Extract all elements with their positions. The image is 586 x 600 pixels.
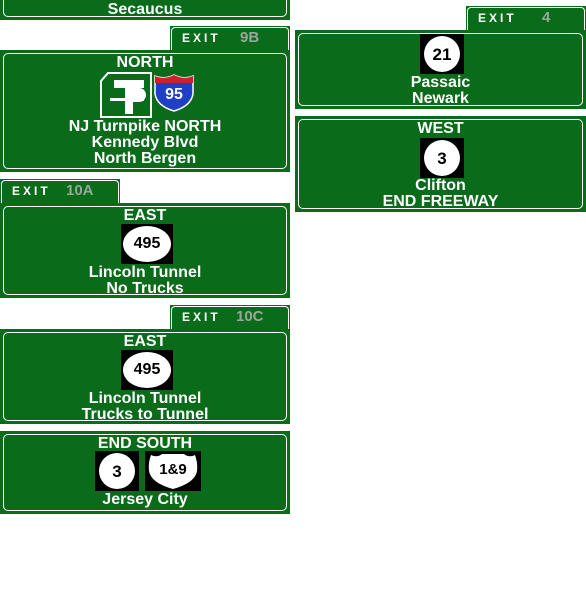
exit-4-sign: 21 Passaic Newark (295, 30, 586, 109)
sign-line: Lincoln Tunnel (88, 390, 202, 407)
sign-line: END FREEWAY (382, 193, 499, 210)
exit-tab-9b: EXIT 9B (170, 26, 290, 52)
interstate-95-shield-icon: 95 (154, 74, 194, 112)
sign-line: NJ Turnpike NORTH (68, 118, 222, 135)
exit-label: EXIT (478, 11, 517, 25)
exit-number: 9B (240, 29, 260, 46)
route-495-shield-icon: 495 (121, 350, 173, 390)
route-number: 21 (432, 45, 452, 64)
end-south-sign: END SOUTH 3 1&9 Jersey City (0, 431, 290, 514)
nj-turnpike-logo-icon (100, 72, 152, 118)
route-number: 3 (437, 149, 447, 168)
exit-label: EXIT (182, 310, 221, 324)
direction-label: END SOUTH (97, 435, 193, 452)
exit-number: 4 (542, 9, 551, 26)
exit-10c-sign: EAST 495 Lincoln Tunnel Trucks to Tunnel (0, 329, 290, 424)
route-495-shield-icon: 495 (121, 224, 173, 264)
route-number: 495 (133, 361, 161, 378)
exit-tab-10a: EXIT 10A (0, 179, 120, 205)
sign-line: Clifton (415, 177, 466, 194)
west-3-sign: WEST 3 Clifton END FREEWAY (295, 116, 586, 212)
secaucus-sign: Secaucus (0, 0, 290, 20)
direction-label: WEST (417, 120, 464, 137)
route-number: 3 (112, 462, 122, 481)
us-route-1-9-shield-icon: 1&9 (145, 451, 201, 491)
sign-line: Newark (412, 90, 469, 107)
sign-line: North Bergen (93, 150, 197, 167)
route-number: 495 (133, 235, 161, 252)
direction-label: EAST (123, 207, 167, 224)
interstate-number: 95 (165, 86, 183, 103)
sign-line: Secaucus (107, 1, 183, 18)
sign-line: Kennedy Blvd (91, 134, 199, 151)
route-3-shield-icon: 3 (420, 138, 464, 178)
exit-9b-sign: NORTH 95 NJ Turnpike NORTH Kennedy Blvd … (0, 50, 290, 172)
route-number: 1&9 (159, 461, 187, 478)
route-21-shield-icon: 21 (420, 34, 464, 74)
sign-line: Passaic (410, 74, 471, 91)
direction-label: EAST (123, 333, 167, 350)
route-3-shield-icon: 3 (95, 451, 139, 491)
exit-tab-4: EXIT 4 (466, 6, 586, 32)
sign-line: Lincoln Tunnel (88, 264, 202, 281)
exit-label: EXIT (12, 184, 51, 198)
exit-number: 10A (66, 182, 94, 199)
exit-10a-sign: EAST 495 Lincoln Tunnel No Trucks (0, 203, 290, 298)
exit-number: 10C (236, 308, 264, 325)
direction-label: NORTH (116, 54, 174, 71)
sign-line: Trucks to Tunnel (81, 406, 209, 423)
sign-line: No Trucks (106, 280, 184, 297)
exit-label: EXIT (182, 31, 221, 45)
sign-line: Jersey City (102, 491, 188, 508)
exit-tab-10c: EXIT 10C (170, 305, 290, 331)
